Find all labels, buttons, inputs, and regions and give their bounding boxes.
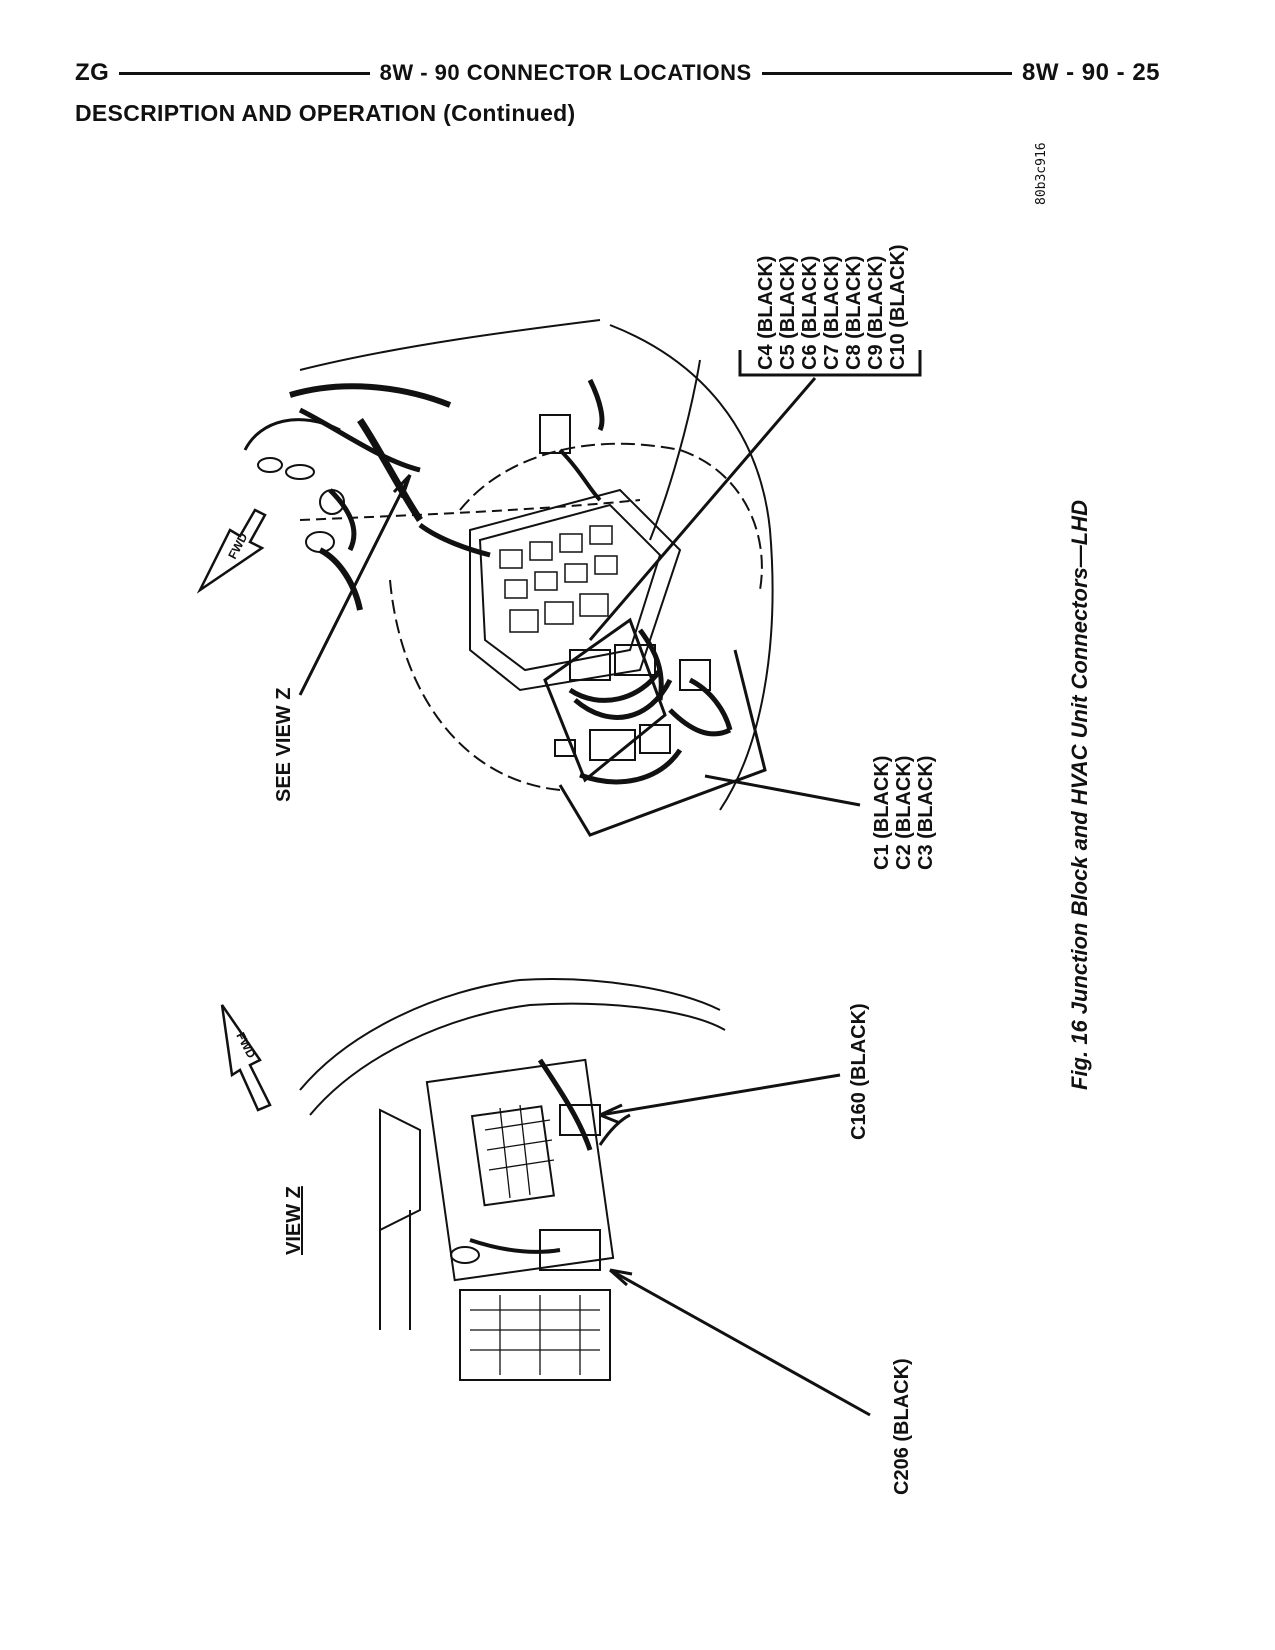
section-heading: DESCRIPTION AND OPERATION (Continued) [75, 100, 576, 126]
hvac-unit-illustration [299, 978, 871, 1417]
label-c6: C6 (BLACK) [799, 256, 821, 370]
header-model-code: ZG [75, 59, 110, 86]
connector-labels-mid: C1 (BLACK) C2 (BLACK) C3 (BLACK) [871, 756, 937, 870]
fwd-arrow-icon: FWD [220, 1004, 272, 1112]
header-page-number: 8W - 90 - 25 [1021, 59, 1161, 86]
fwd-arrow-icon: FWD [196, 508, 267, 594]
header-section-title: 8W - 90 CONNECTOR LOCATIONS [379, 60, 752, 85]
view-z-label: VIEW Z [283, 1186, 305, 1255]
junction-block-illustration [243, 319, 922, 837]
label-c2: C2 (BLACK) [893, 756, 915, 870]
header-rule-left [119, 71, 370, 75]
connector-figure: FWD FWD [196, 142, 1092, 1495]
label-c5: C5 (BLACK) [777, 256, 799, 370]
figure-code: 80b3c916 [1034, 142, 1049, 205]
label-c160: C160 (BLACK) [848, 1003, 870, 1140]
fwd-label-bottom: FWD [233, 1030, 258, 1061]
page-header: ZG 8W - 90 CONNECTOR LOCATIONS 8W - 90 -… [75, 58, 1160, 88]
label-c3: C3 (BLACK) [915, 756, 937, 870]
label-c8: C8 (BLACK) [843, 256, 865, 370]
header-rule-right [761, 71, 1012, 75]
figure-caption: Fig. 16 Junction Block and HVAC Unit Con… [1067, 500, 1092, 1090]
see-view-z-label: SEE VIEW Z [273, 688, 295, 802]
label-c4: C4 (BLACK) [755, 256, 777, 370]
fwd-label-top: FWD [225, 530, 250, 561]
label-c7: C7 (BLACK) [821, 256, 843, 370]
connector-labels-top: C4 (BLACK) C5 (BLACK) C6 (BLACK) C7 (BLA… [755, 244, 909, 370]
label-c10: C10 (BLACK) [887, 244, 909, 370]
label-c9: C9 (BLACK) [865, 256, 887, 370]
label-c1: C1 (BLACK) [871, 756, 893, 870]
label-c206: C206 (BLACK) [891, 1358, 913, 1495]
